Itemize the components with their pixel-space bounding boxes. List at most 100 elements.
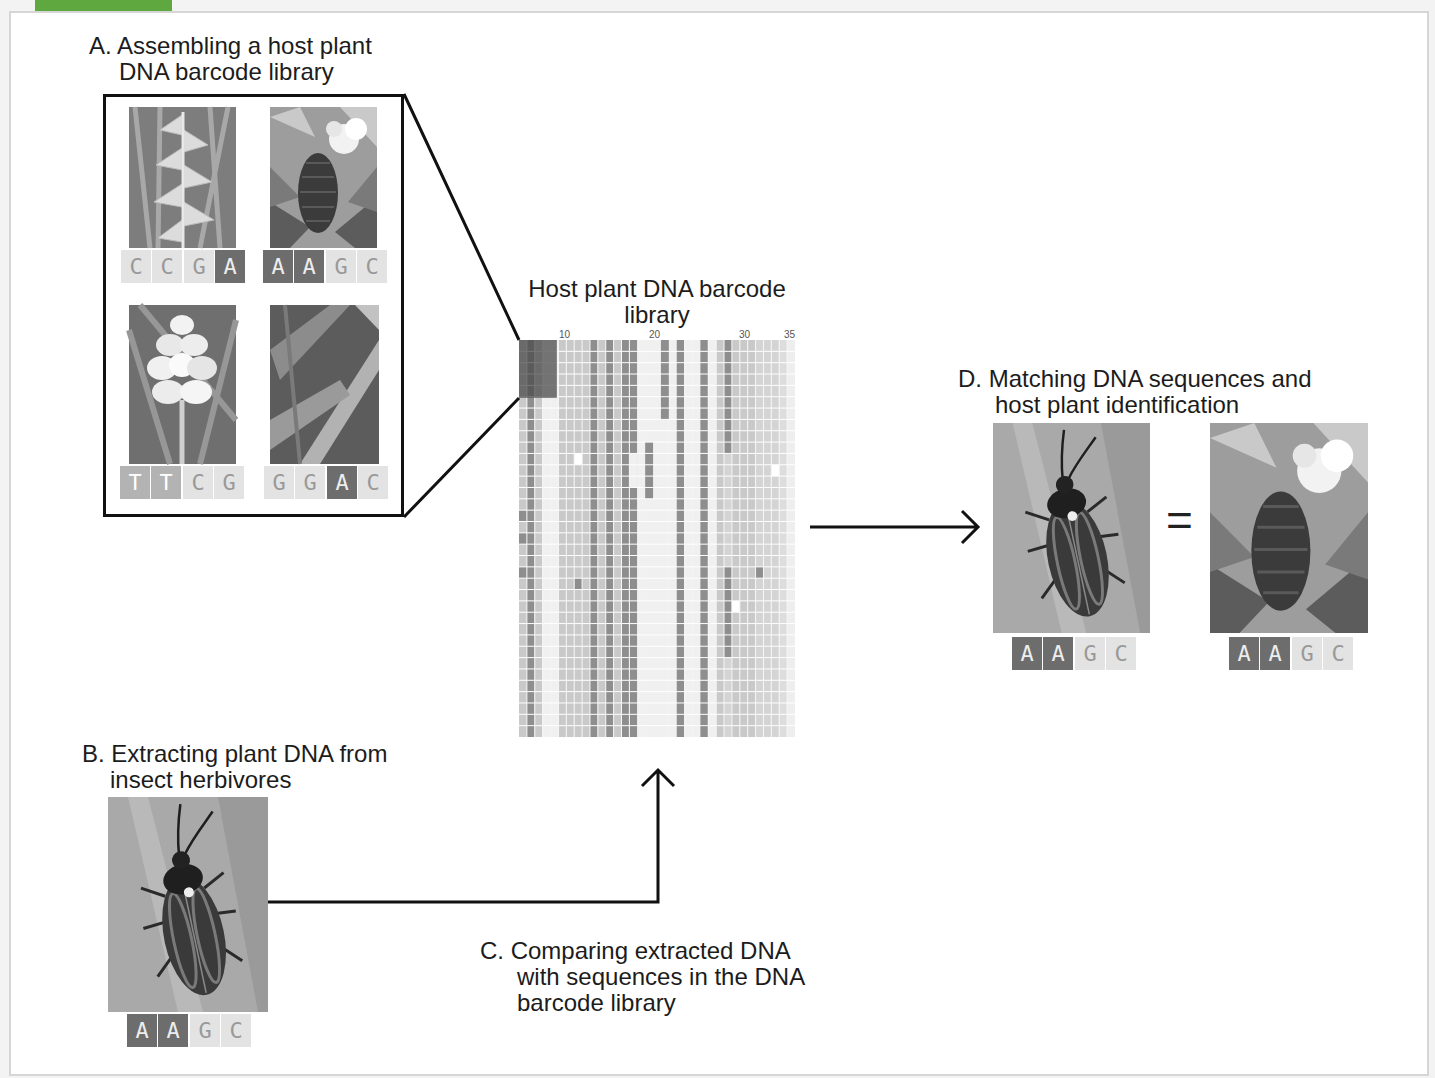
beetle-photo (993, 423, 1150, 633)
alignment-column (645, 340, 653, 737)
torch-flower-photo (170, 315, 194, 335)
alignment-grid (519, 351, 795, 725)
leaf-photo (270, 380, 350, 450)
base-tile: C (183, 466, 213, 499)
base-tile: G (214, 466, 244, 499)
base-tile: T (151, 466, 181, 499)
alignment-variant-cell (519, 510, 527, 521)
alignment-column (582, 340, 590, 737)
base-tile: G (326, 250, 356, 283)
alignment-variant-cell (771, 465, 779, 476)
alignment-column (558, 340, 566, 737)
alignment-column (543, 340, 551, 737)
position-number: 30 (739, 329, 750, 340)
base-tile: A (327, 466, 357, 499)
base-tile: A (1229, 637, 1259, 670)
base-tile: G (295, 466, 325, 499)
leaf-photo (285, 305, 300, 464)
position-number: 10 (559, 329, 570, 340)
base-tile: A (1012, 637, 1042, 670)
base-tile: A (215, 250, 245, 283)
base-tile: C (221, 1014, 251, 1047)
position-number: 35 (784, 329, 795, 340)
alignment-variant-cell (661, 340, 669, 419)
base-tile: A (158, 1014, 188, 1047)
beetle-photo (108, 797, 268, 1012)
alignment-column (535, 340, 543, 737)
alignment-variant-cell (724, 658, 732, 737)
base-tile: T (120, 466, 150, 499)
alignment-column (527, 340, 535, 737)
torch-flower-photo (180, 400, 185, 464)
alignment-column (724, 340, 732, 737)
alignment-column (669, 340, 677, 737)
connector-line (810, 511, 978, 543)
torch-flower-photo (156, 334, 184, 356)
sequence-alignment (519, 340, 795, 737)
section-tab (35, 0, 172, 11)
base-tile: A (127, 1014, 157, 1047)
ginger-photo (1210, 423, 1368, 633)
equals-sign: = (1166, 494, 1193, 546)
leaf-photo (270, 305, 379, 464)
panel-heading: A. Assembling a host plant DNA barcode l… (89, 33, 423, 85)
base-tile: C (152, 250, 182, 283)
heliconia-photo (182, 112, 185, 248)
alignment-grid (527, 340, 787, 737)
panel-heading: Host plant DNA barcode library (527, 276, 787, 328)
connector-line (404, 94, 519, 517)
alignment-variant-cell (645, 442, 653, 499)
alignment-variant-cell (574, 453, 582, 464)
base-tile: C (357, 250, 387, 283)
ginger-photo (270, 107, 377, 248)
alignment-column (566, 340, 574, 737)
alignment-column (614, 340, 622, 737)
alignment-variant-cell (574, 578, 582, 589)
panel-heading: B. Extracting plant DNA from insect herb… (82, 741, 388, 793)
base-tile: A (294, 250, 324, 283)
alignment-column (756, 340, 764, 737)
panel-heading: D. Matching DNA sequences and host plant… (958, 366, 1336, 418)
torch-flower-photo (129, 305, 236, 464)
base-tile: A (1043, 637, 1073, 670)
alignment-column (787, 340, 795, 737)
alignment-variant-cell (756, 567, 764, 578)
alignment-column (629, 340, 637, 737)
step-label: C. Comparing extracted DNA with sequence… (480, 938, 836, 1016)
alignment-column (598, 340, 606, 737)
leaf-photo (270, 305, 350, 380)
connector-line (268, 770, 674, 902)
heliconia-photo (129, 107, 236, 248)
base-tile: C (1323, 637, 1353, 670)
alignment-column (700, 340, 708, 737)
alignment-variant-cell (519, 533, 527, 544)
base-tile: C (358, 466, 388, 499)
base-tile: G (184, 250, 214, 283)
base-tile: A (1260, 637, 1290, 670)
torch-flower-photo (187, 356, 217, 380)
heliconia-photo (135, 107, 228, 248)
alignment-column (763, 340, 771, 737)
alignment-variant-cell (519, 567, 527, 578)
alignment-column (692, 340, 700, 737)
base-tile: A (263, 250, 293, 283)
alignment-column (622, 340, 630, 737)
match-panel: D. Matching DNA sequences and host plant… (993, 423, 1368, 672)
alignment-column (685, 340, 693, 737)
alignment-column (574, 340, 582, 737)
base-tile: C (121, 250, 151, 283)
alignment-grid (519, 340, 795, 737)
torch-flower-photo (180, 380, 212, 404)
alignment-column (708, 340, 716, 737)
leaf-photo (270, 305, 379, 464)
alignment-column (637, 340, 645, 737)
alignment-column (519, 340, 527, 737)
heliconia-photo (129, 107, 236, 248)
base-tile: G (190, 1014, 220, 1047)
torch-flower-photo (180, 334, 208, 356)
torch-flower-photo (152, 380, 184, 404)
alignment-column (661, 340, 669, 737)
